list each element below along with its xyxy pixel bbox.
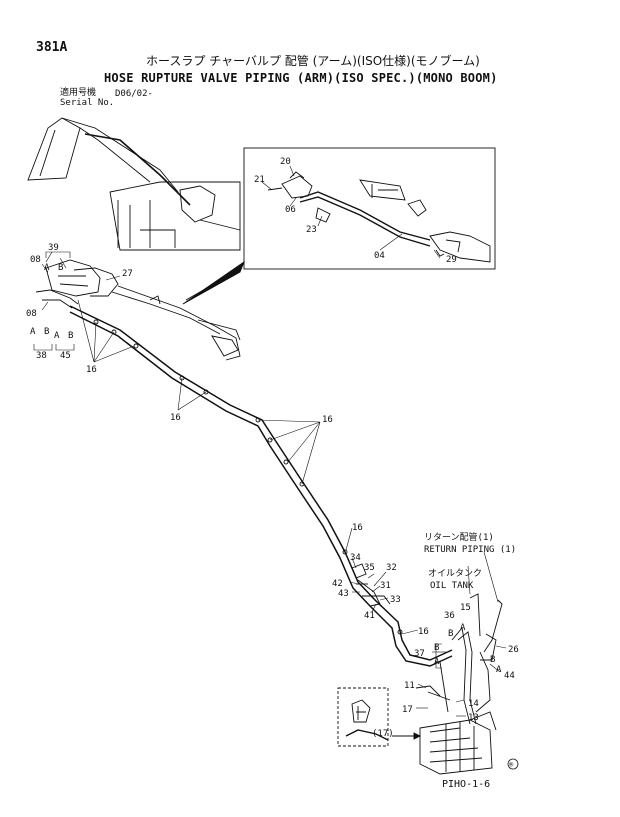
label-17: 17	[402, 705, 413, 715]
label-45: 45	[60, 351, 71, 361]
label-06: 06	[285, 205, 296, 215]
label-A3: A	[54, 331, 60, 341]
label-37: 37	[414, 649, 425, 659]
small-detail-box	[337, 687, 389, 747]
label-44: 44	[504, 671, 515, 681]
label-08a: 08	[30, 255, 41, 265]
label-29: 29	[446, 255, 457, 265]
label-39: 39	[48, 243, 59, 253]
label-B6: B	[490, 655, 495, 665]
excavator-thumbnail	[27, 117, 241, 251]
registered-circle	[507, 758, 519, 770]
serial-label: Serial No.	[60, 98, 115, 108]
label-A4: A	[460, 623, 466, 633]
label-16a: 16	[86, 365, 97, 375]
ab-brackets	[33, 251, 442, 669]
label-17-paren: (17)	[372, 729, 394, 739]
label-08b: 08	[26, 309, 37, 319]
title-japanese: ホースラプ チャーバルプ 配管 (アーム)(ISO仕様)(モノブーム)	[146, 54, 480, 68]
label-B1: B	[58, 263, 63, 273]
hose-rupture-valve-assembly	[35, 259, 241, 361]
title-english: HOSE RUPTURE VALVE PIPING (ARM)(ISO SPEC…	[104, 71, 498, 85]
label-16e: 16	[418, 627, 429, 637]
inset-piping	[267, 171, 491, 263]
leader-lines	[41, 165, 507, 717]
label-35: 35	[364, 563, 375, 573]
label-43: 43	[338, 589, 349, 599]
label-31: 31	[380, 581, 391, 591]
label-34: 34	[350, 553, 361, 563]
callout-labels: リターン配管(1) RETURN PIPING (1) オイルタンク OIL T…	[424, 531, 516, 591]
return-piping-en: RETURN PIPING (1)	[424, 545, 516, 555]
label-16d: 16	[352, 523, 363, 533]
serial-value: D06/02-	[115, 89, 153, 99]
label-21: 21	[254, 175, 265, 185]
label-38: 38	[36, 351, 47, 361]
oil-tank-assembly	[415, 593, 503, 725]
applicable-label: 適用号機	[60, 88, 97, 98]
label-32: 32	[386, 563, 397, 573]
label-A1: A	[44, 263, 50, 273]
oil-tank-jp: オイルタンク	[428, 568, 482, 579]
label-A6: A	[496, 665, 502, 675]
label-A5: A	[434, 657, 440, 667]
label-16b: 16	[170, 413, 181, 423]
oil-tank-en: OIL TANK	[430, 581, 474, 591]
label-36: 36	[444, 611, 455, 621]
main-hose-run	[69, 305, 453, 667]
control-valve-block	[419, 711, 497, 775]
label-B4: B	[448, 629, 453, 639]
label-23: 23	[306, 225, 317, 235]
label-B5: B	[434, 643, 439, 653]
registered-mark: ®	[509, 761, 514, 769]
part-number-labels: 20 21 06 23 04 29 39 08 A B 27 08 A B A …	[26, 157, 519, 739]
page-number: 381A	[36, 40, 68, 55]
label-26: 26	[508, 645, 519, 655]
label-B2: B	[44, 327, 49, 337]
detail-inset-box	[243, 147, 496, 270]
label-15: 15	[460, 603, 471, 613]
label-13: 13	[468, 713, 479, 723]
figure-code: PIHO-1-6	[442, 779, 491, 790]
small-detail-contents	[345, 699, 389, 741]
label-04: 04	[374, 251, 385, 261]
label-16c: 16	[322, 415, 333, 425]
label-14: 14	[468, 699, 479, 709]
return-piping-jp: リターン配管(1)	[424, 531, 494, 543]
label-20: 20	[280, 157, 291, 167]
label-B3: B	[68, 331, 73, 341]
label-33: 33	[390, 595, 401, 605]
label-11: 11	[404, 681, 415, 691]
label-42: 42	[332, 579, 343, 589]
label-27: 27	[122, 269, 133, 279]
label-A2: A	[30, 327, 36, 337]
label-41: 41	[364, 611, 375, 621]
